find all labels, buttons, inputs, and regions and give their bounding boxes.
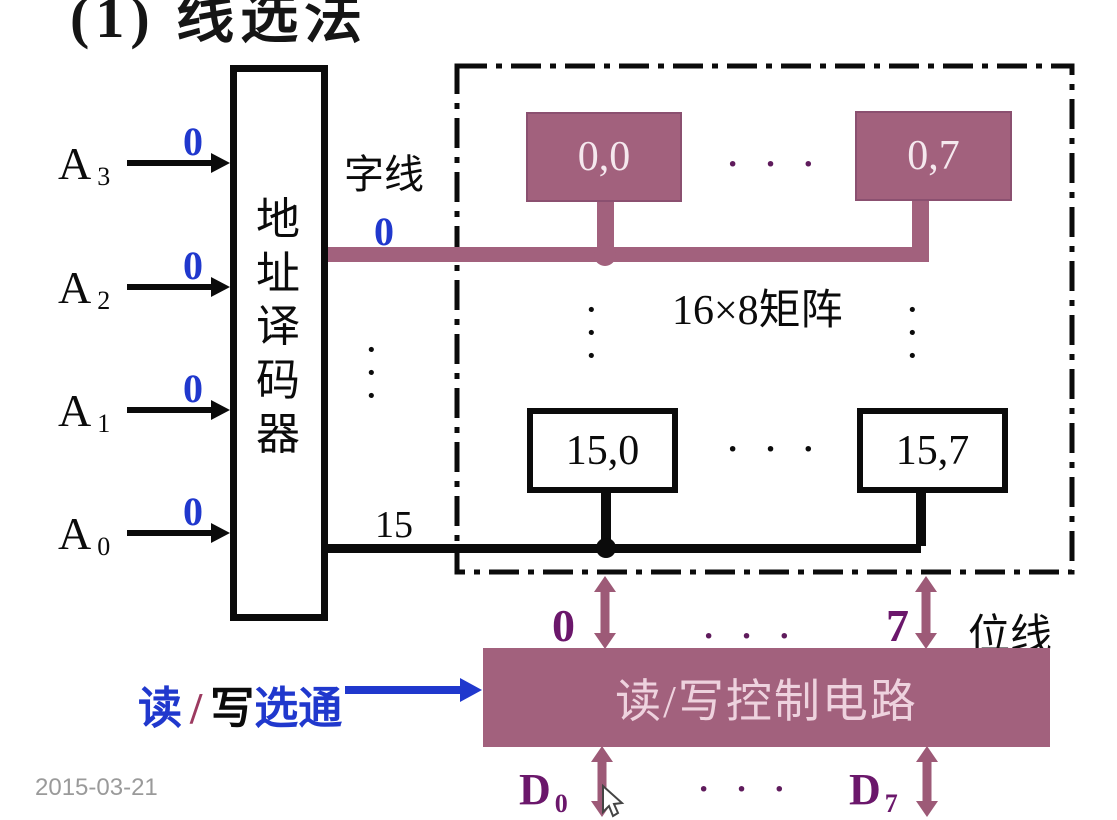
bit-line-0-index: 0 [552,600,575,651]
matrix-top-ellipsis: · · · [727,146,824,183]
cell-0-0-stub [597,196,614,251]
word-line-0 [327,247,928,262]
matrix-size-label: 16×8矩阵 [672,288,843,334]
word-line-15-junction-dot [596,538,616,558]
memory-cell-0-0: 0,0 [526,112,682,202]
a2-subscript: 2 [97,286,111,315]
bit-line-7-index: 7 [886,600,909,651]
bit-line-arrow-0 [594,576,616,649]
a1-value: 0 [183,366,203,411]
matrix-bottom-ellipsis: · · · [727,431,824,468]
address-decoder-label: 地址译码器 [256,195,300,459]
address-decoder-box [230,65,328,621]
decoder-output-vertical-ellipsis: · · · [366,331,377,414]
a0-subscript: 0 [97,532,111,561]
a3-value: 0 [183,119,203,164]
a0-value: 0 [183,489,203,534]
word-line-label: 字线 [344,152,424,197]
strobe-write-char: 写 [210,684,255,733]
page-title: (1) 线选法 [70,0,369,50]
d0-subscript: 0 [554,789,568,818]
memory-cell-15-7: 15,7 [857,408,1008,493]
d7-subscript: 7 [884,789,898,818]
word-line-0-index: 0 [374,209,394,254]
address-input-arrows [127,153,230,543]
matrix-right-vertical-ellipsis: · · · [907,291,918,374]
data-line-arrow-d7 [916,746,938,817]
rw-control-circuit-box: 读/写控制电路 [483,648,1050,747]
word-line-15 [327,544,921,553]
mouse-cursor [602,783,625,818]
cell-0-7-stub [912,196,929,262]
strobe-slash-char: / [190,684,203,733]
word-line-15-index: 15 [375,504,413,546]
matrix-dashdot-border [454,63,1075,575]
memory-cell-15-0: 15,0 [527,408,678,493]
bit-line-arrow-7 [915,576,937,649]
strobe-read-char: 读 [138,684,182,733]
a2-value: 0 [183,243,203,288]
strobe-suffix-chars: 选通 [254,684,343,733]
rw-strobe-arrow [345,678,482,702]
cell-15-0-stub [601,491,611,546]
data-line-ellipsis: · · · [698,771,795,808]
bit-line-ellipsis: · · · [703,618,800,655]
cell-15-7-stub [916,491,926,546]
a1-subscript: 1 [97,409,111,438]
matrix-left-vertical-ellipsis: · · · [586,291,597,374]
word-line-0-junction-dot [594,244,616,266]
rw-strobe-label: 读/写选通 [138,672,342,736]
memory-cell-0-7: 0,7 [855,111,1012,201]
slide-date: 2015-03-21 [35,774,158,801]
a3-subscript: 3 [97,162,111,191]
